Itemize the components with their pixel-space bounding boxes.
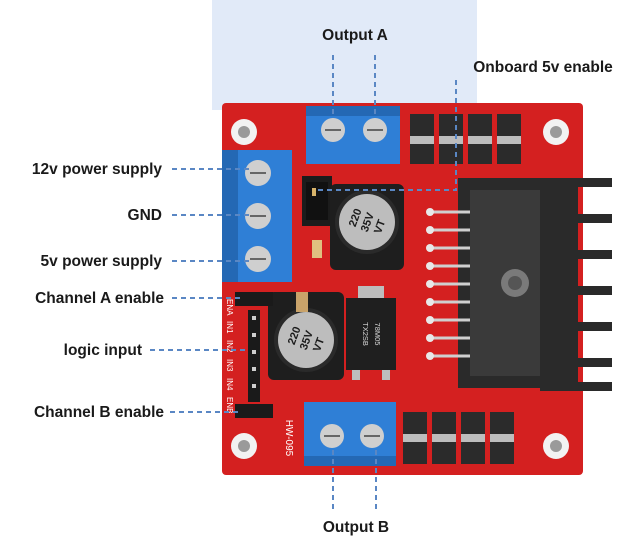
regulator-78m05: 78M05 TX2SB <box>346 286 396 380</box>
silk-in4: IN4 <box>225 378 234 391</box>
label-onboard-5v-enable: Onboard 5v enable <box>473 59 613 76</box>
regulator-code: TX2SB <box>361 322 370 346</box>
label-output-b: Output B <box>323 519 389 536</box>
capacitor-2: 220 35V VT <box>268 292 344 380</box>
diodes-bottom <box>403 412 514 464</box>
highlight-backdrop <box>212 0 477 110</box>
label-12v-power: 12v power supply <box>32 161 162 178</box>
label-channel-b-enable: Channel B enable <box>34 404 164 421</box>
silk-in3: IN3 <box>225 359 234 372</box>
label-logic-input: logic input <box>64 342 142 359</box>
cap1-series: VT <box>372 218 388 236</box>
label-5v-power: 5v power supply <box>41 253 163 270</box>
heatsink <box>426 178 612 391</box>
label-channel-a-enable: Channel A enable <box>35 290 164 307</box>
capacitor-1: 220 35V VT <box>330 184 404 270</box>
cap2-value: 220 <box>286 325 304 346</box>
silk-in1: IN1 <box>225 321 234 334</box>
regulator-text: 78M05 <box>373 323 382 346</box>
logic-pin-header <box>235 292 273 418</box>
silk-in2: IN2 <box>225 340 234 353</box>
label-gnd: GND <box>128 207 162 224</box>
callout-lines <box>150 55 457 510</box>
diodes-top <box>410 114 521 164</box>
smd-resistor <box>312 240 322 258</box>
label-output-a: Output A <box>322 27 388 44</box>
silk-enb: ENB <box>225 397 234 413</box>
onboard-5v-jumper <box>302 176 332 226</box>
output-b-terminal <box>304 402 396 466</box>
silk-ena: ENA <box>225 299 234 316</box>
cap1-value: 220 <box>347 207 365 228</box>
leader-onboard-5v <box>318 80 457 191</box>
output-a-terminal <box>306 106 400 164</box>
power-terminal <box>222 150 292 282</box>
model-silk: HW-095 <box>283 420 294 457</box>
cap2-series: VT <box>311 336 327 354</box>
smd-component <box>296 292 308 312</box>
